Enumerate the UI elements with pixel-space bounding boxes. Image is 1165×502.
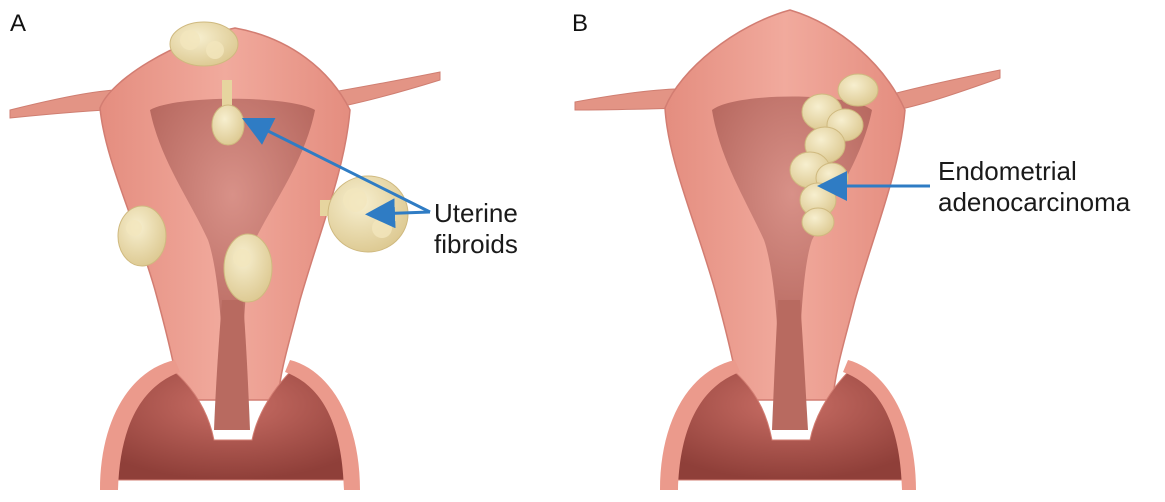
label-line-1: Endometrial (938, 156, 1130, 187)
fibroid-intramural-right (224, 234, 272, 302)
label-line-2: adenocarcinoma (938, 187, 1130, 218)
label-uterine-fibroids: Uterine fibroids (434, 198, 518, 260)
fibroid-intramural-left (118, 206, 166, 266)
label-endometrial-adenocarcinoma: Endometrial adenocarcinoma (938, 156, 1130, 218)
uterus-b (575, 10, 1000, 490)
fibroid-fundus (170, 22, 238, 66)
label-line-1: Uterine (434, 198, 518, 229)
arrow-to-fibroid-subserosal (374, 212, 430, 214)
label-line-2: fibroids (434, 229, 518, 260)
